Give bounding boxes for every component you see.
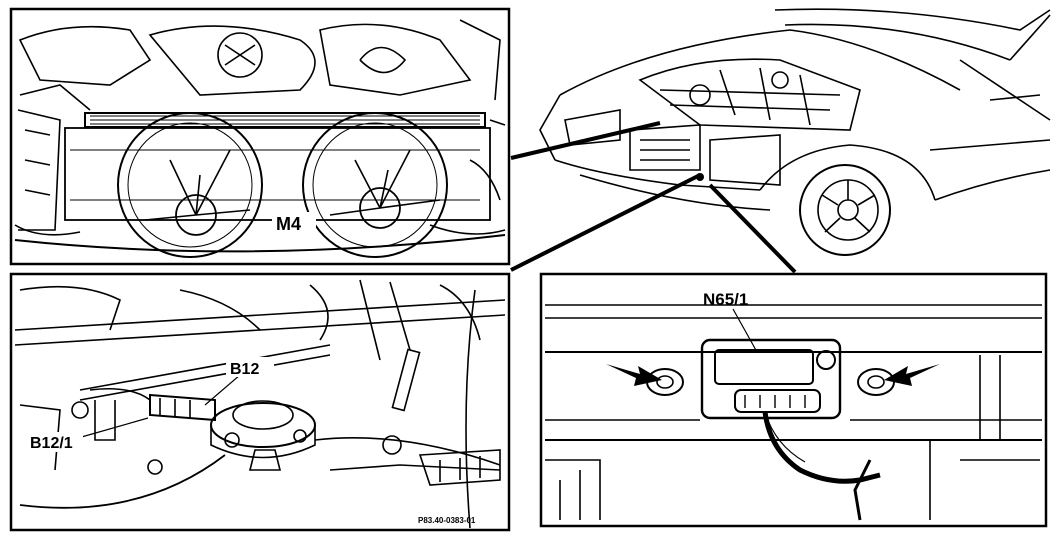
right-arrow-icon bbox=[884, 364, 940, 386]
m4-label: M4 bbox=[276, 214, 301, 234]
b12-label: B12 bbox=[230, 361, 259, 378]
figure-code: P83.40-0383-01 bbox=[418, 516, 476, 525]
engine-bay-panel: M4 bbox=[9, 7, 511, 266]
n65-1-label: N65/1 bbox=[703, 290, 748, 309]
b12-1-label: B12/1 bbox=[30, 435, 73, 452]
left-arrow-icon bbox=[606, 364, 662, 386]
sensor-panel: B12 B12/1 P83.40-0383-01 bbox=[9, 272, 511, 532]
callout-lines bbox=[510, 121, 797, 274]
control-module-panel: N65/1 bbox=[539, 272, 1048, 528]
